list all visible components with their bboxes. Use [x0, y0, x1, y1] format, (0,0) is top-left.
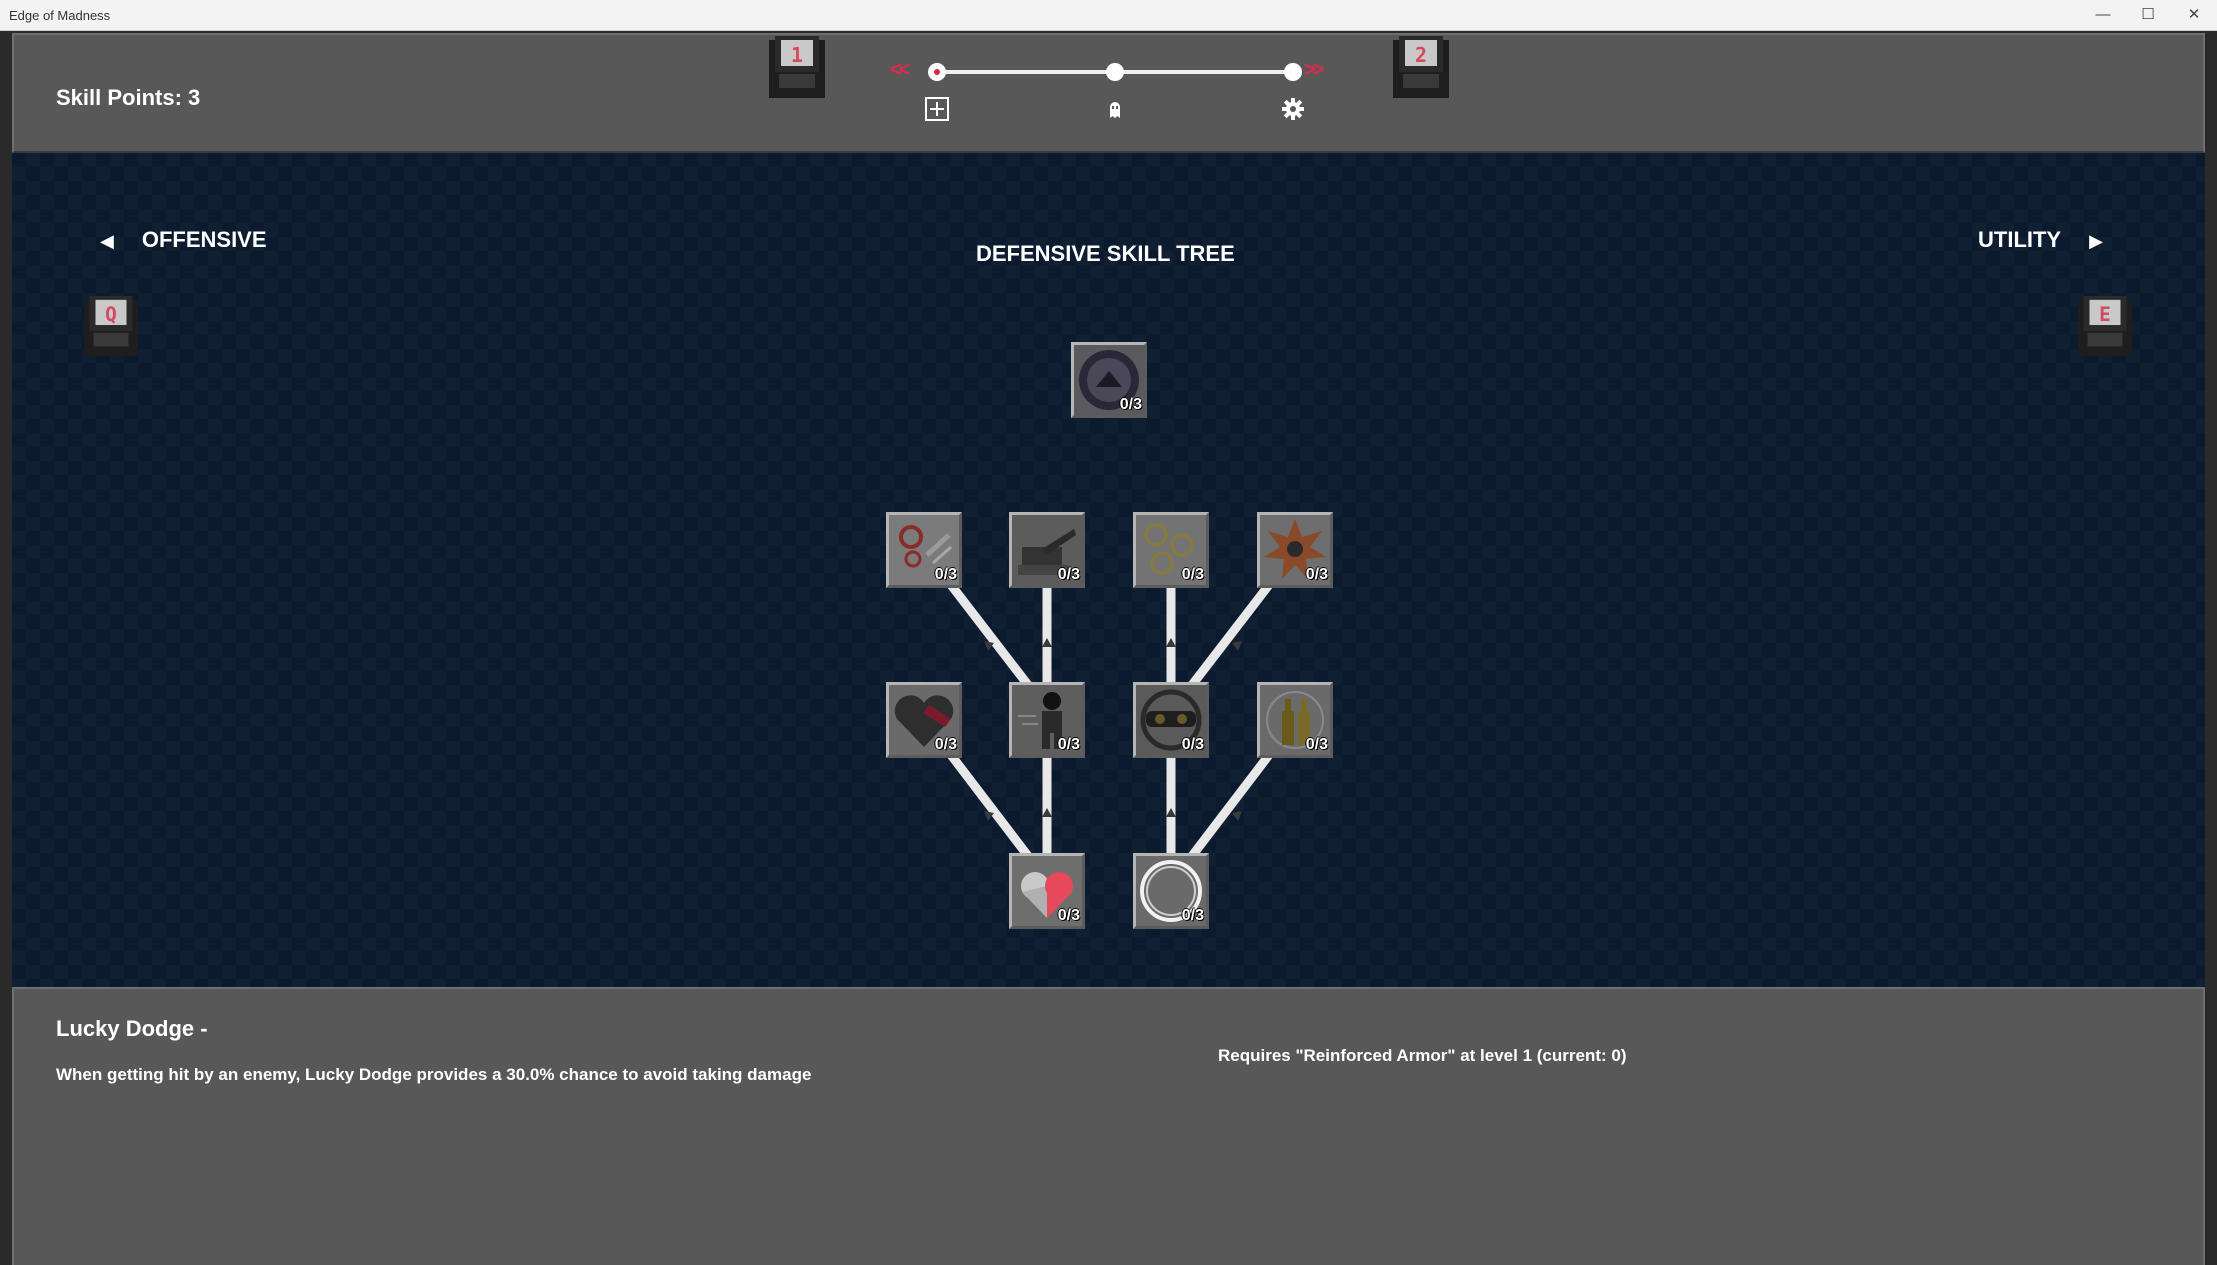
- header-panel: Skill Points: 3 1 << >>: [12, 33, 2205, 153]
- connector-line: [1188, 578, 1276, 688]
- connector-line: [944, 578, 1032, 688]
- connector-arrow: [1232, 811, 1242, 821]
- key-1-label: 1: [791, 43, 803, 67]
- skill-node-gears[interactable]: 0/3: [886, 512, 962, 588]
- left-arrow-icon: ◀: [100, 231, 114, 251]
- skill-tree-area: ◀ OFFENSIVE DEFENSIVE SKILL TREE UTILITY ▶…: [12, 153, 2205, 987]
- slider-stop-2[interactable]: [1106, 63, 1124, 81]
- slider-stop-1[interactable]: [928, 63, 946, 81]
- connector-arrow: [1042, 808, 1052, 817]
- connector-arrow: [984, 641, 994, 651]
- skill-level: 0/3: [1305, 736, 1328, 753]
- skill-description: When getting hit by an enemy, Lucky Dodg…: [56, 1065, 812, 1084]
- skill-node-broken-heart[interactable]: 0/3: [886, 682, 962, 758]
- key-q-label: Q: [105, 303, 117, 326]
- right-arrow-icon: ▶: [2089, 231, 2103, 251]
- explosion-icon: [1260, 515, 1330, 585]
- skill-level: 0/3: [1305, 566, 1328, 583]
- slider-right-arrow[interactable]: >>: [1304, 59, 1324, 81]
- skill-name: Lucky Dodge -: [56, 1016, 208, 1041]
- skill-level: 0/3: [1181, 566, 1204, 583]
- skill-node-root[interactable]: 0/3: [1071, 342, 1147, 418]
- key-e-icon[interactable]: E: [2074, 293, 2136, 359]
- connector-arrow: [1166, 808, 1176, 817]
- key-e-label: E: [2099, 303, 2111, 326]
- key-2-label: 2: [1415, 43, 1427, 67]
- skill-level: 0/3: [1057, 907, 1080, 924]
- skill-node-turret[interactable]: 0/3: [1009, 512, 1085, 588]
- plus-box-icon: [925, 97, 949, 121]
- close-button[interactable]: ✕: [2187, 6, 2201, 23]
- prev-tree-button[interactable]: ◀ OFFENSIVE: [100, 227, 267, 253]
- skill-node-shield-ring[interactable]: 0/3: [1133, 853, 1209, 929]
- key-1-icon[interactable]: 1: [765, 34, 829, 100]
- tree-title: DEFENSIVE SKILL TREE: [976, 241, 1235, 266]
- skill-requirement: Requires "Reinforced Armor" at level 1 (…: [1218, 1046, 1627, 1065]
- maximize-button[interactable]: ☐: [2141, 6, 2155, 23]
- slider-stop-3[interactable]: [1284, 63, 1302, 81]
- next-tree-button[interactable]: UTILITY ▶: [1978, 227, 2103, 253]
- skill-node-heart-armor[interactable]: 0/3: [1009, 853, 1085, 929]
- ghost-icon: [1110, 102, 1120, 118]
- connector-line: [1188, 748, 1276, 859]
- helmet-icon: [1074, 345, 1144, 415]
- window-title: Edge of Madness: [9, 8, 111, 23]
- minimize-button[interactable]: —: [2095, 6, 2111, 23]
- skill-level: 0/3: [1181, 907, 1204, 924]
- skill-level: 0/3: [1119, 396, 1142, 413]
- connector-arrow: [1232, 641, 1242, 651]
- skill-node-goggles[interactable]: 0/3: [1133, 682, 1209, 758]
- skill-points-counter: Skill Points: 3: [56, 85, 201, 110]
- dash-icon: [1012, 685, 1082, 755]
- coins-icon: [1136, 515, 1206, 585]
- connector-line: [944, 748, 1032, 859]
- shield-ring-icon: [1136, 856, 1206, 926]
- game-frame: Skill Points: 3 1 << >>: [0, 31, 2217, 1265]
- connector-arrow: [1166, 638, 1176, 647]
- next-tree-label: UTILITY: [1978, 227, 2062, 252]
- skill-level: 0/3: [1057, 566, 1080, 583]
- skill-details-panel: Lucky Dodge - When getting hit by an ene…: [12, 987, 2205, 1265]
- window-titlebar: Edge of Madness — ☐ ✕: [0, 0, 2217, 31]
- skill-node-explosion[interactable]: 0/3: [1257, 512, 1333, 588]
- skill-level: 0/3: [934, 566, 957, 583]
- skill-level: 0/3: [934, 736, 957, 753]
- key-q-icon[interactable]: Q: [80, 293, 142, 359]
- skill-level: 0/3: [1181, 736, 1204, 753]
- bottles-icon: [1260, 685, 1330, 755]
- tree-connectors: [944, 578, 1276, 859]
- gears-icon: [889, 515, 959, 585]
- key-2-icon[interactable]: 2: [1389, 34, 1453, 100]
- connector-arrow: [1042, 638, 1052, 647]
- heart-armor-icon: [1012, 856, 1082, 926]
- broken-heart-icon: [889, 685, 959, 755]
- gear-icon: [1282, 98, 1304, 120]
- skill-node-bottles[interactable]: 0/3: [1257, 682, 1333, 758]
- skill-level: 0/3: [1057, 736, 1080, 753]
- skill-node-coins[interactable]: 0/3: [1133, 512, 1209, 588]
- goggles-icon: [1136, 685, 1206, 755]
- prev-tree-label: OFFENSIVE: [141, 227, 267, 252]
- turret-icon: [1012, 515, 1082, 585]
- slider-left-arrow[interactable]: <<: [890, 59, 910, 81]
- skill-node-dash[interactable]: 0/3: [1009, 682, 1085, 758]
- connector-arrow: [984, 811, 994, 821]
